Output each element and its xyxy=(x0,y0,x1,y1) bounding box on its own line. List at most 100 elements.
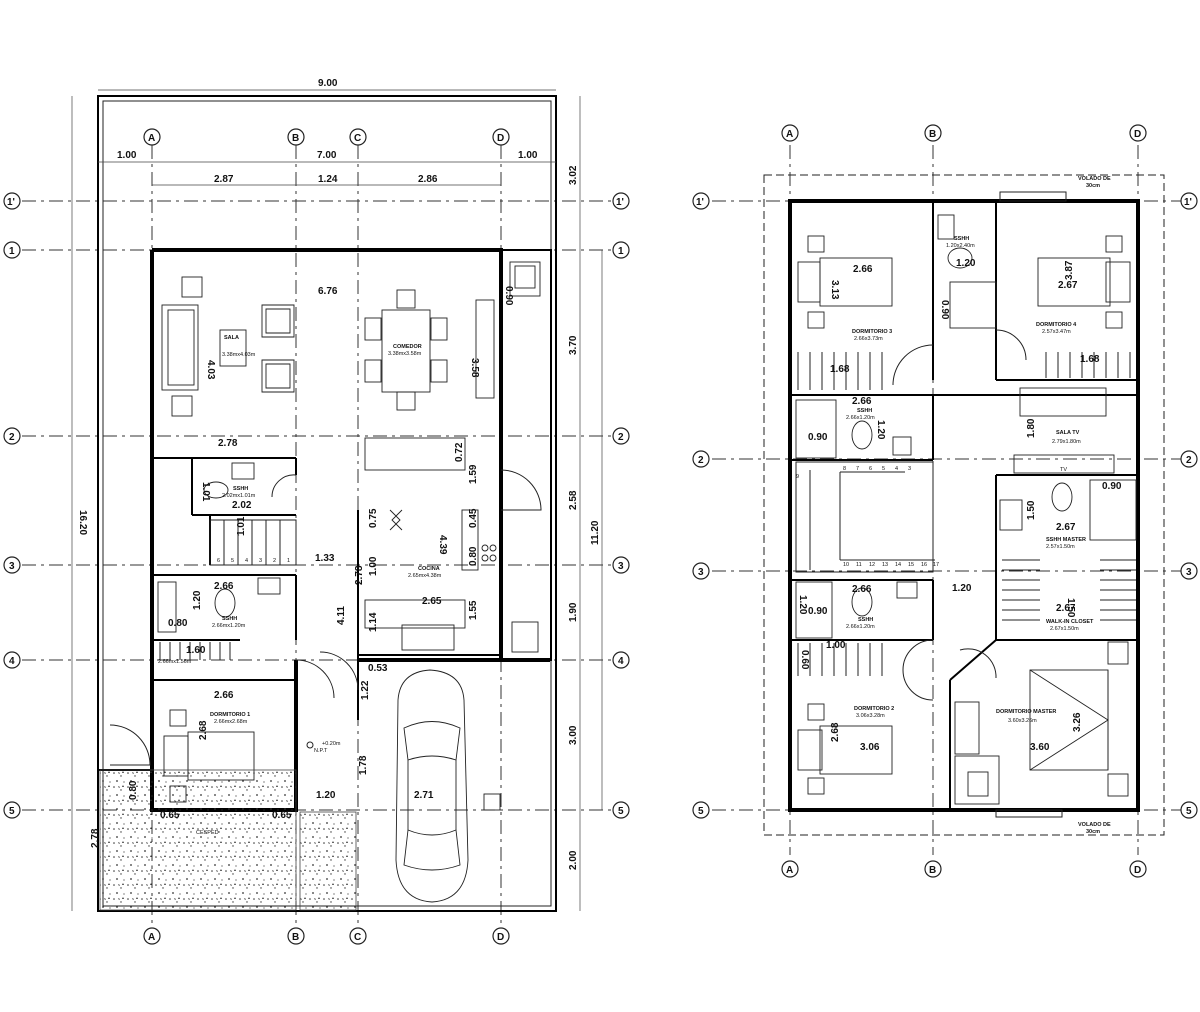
stair-up-4: 4 xyxy=(895,466,898,472)
dim2-090d: 0.90 xyxy=(808,606,828,617)
garden-label: CESPED xyxy=(196,830,219,836)
axis-1p-right-1: 1' xyxy=(616,197,624,208)
room-sshh-master-name: SSHH MASTER xyxy=(1046,537,1086,543)
room-dorm4-size: 2.57x3.47m xyxy=(1042,329,1071,335)
dim-122: 1.22 xyxy=(360,680,371,700)
dim-278b: 2.78 xyxy=(354,565,365,585)
dim-268: 2.68 xyxy=(198,720,209,740)
axis-5-left-1: 5 xyxy=(9,806,15,817)
dim2-180: 1.80 xyxy=(1026,418,1037,438)
dim-120b: 1.20 xyxy=(316,790,336,801)
dim2-120c: 1.20 xyxy=(952,583,972,594)
dim2-120d: 1.20 xyxy=(797,595,808,615)
dim2-266c: 2.66 xyxy=(852,584,872,595)
dim-span-2: 1.24 xyxy=(318,174,338,185)
dim-072: 0.72 xyxy=(454,442,465,462)
dim2-150: 1.50 xyxy=(1026,500,1037,520)
room-salatv-size: 2.79x1.80m xyxy=(1052,439,1081,445)
stair-up-10: 10 xyxy=(843,562,849,568)
stair-up-17: 17 xyxy=(933,562,939,568)
room-estudio-size: 2.66mx1.56m xyxy=(158,659,192,665)
stair-step-5: 5 xyxy=(231,558,234,564)
room-sshh-mid-name: SSHH xyxy=(857,408,872,414)
dim-080b: 0.80 xyxy=(168,618,188,629)
axis-bubbles: A B C D A B C D 1' 1 2 3 4 5 1' 1 2 3 4 … xyxy=(3,124,1198,945)
room-sshh-low-name: SSHH xyxy=(858,617,873,623)
room-sshh2-size: 2.66mx1.20m xyxy=(212,623,246,629)
axis-d-bottom-2: D xyxy=(1134,865,1141,876)
dim-266a: 2.66 xyxy=(214,581,234,592)
npt-level: +0.20m xyxy=(322,741,341,747)
stair-up-13: 13 xyxy=(882,562,888,568)
dim2-360: 3.60 xyxy=(1030,742,1050,753)
stair-up-5: 5 xyxy=(882,466,885,472)
stair-up-16: 16 xyxy=(921,562,927,568)
plan-ground-floor: 9.00 1.00 7.00 1.00 2.87 1.24 2.86 16.20… xyxy=(22,78,612,928)
plan-upper-floor: VOLADO DE 30cm VOLADO DE 30cm DORMITORIO… xyxy=(712,145,1185,855)
axis-b-bottom-1: B xyxy=(292,932,299,943)
axis-2-left-2: 2 xyxy=(698,455,704,466)
dim-top-center: 7.00 xyxy=(317,150,337,161)
dim2-168b: 1.68 xyxy=(1080,354,1100,365)
dim-358: 3.58 xyxy=(469,358,480,378)
dim-span-1: 2.87 xyxy=(214,174,234,185)
axis-3-right-1: 3 xyxy=(618,561,624,572)
room-dorm1-size: 2.66mx2.68m xyxy=(214,719,248,725)
volado-top-value: 30cm xyxy=(1086,183,1100,189)
room-sshh-low-size: 2.66x1.20m xyxy=(846,624,875,630)
stair-up-8: 8 xyxy=(843,466,846,472)
axis-4-left-1: 4 xyxy=(9,656,15,667)
volado-top-label: VOLADO DE xyxy=(1078,176,1111,182)
room-sshh-top-size: 1.20x2.40m xyxy=(946,243,975,249)
room-dorm3-size: 2.66x3.73m xyxy=(854,336,883,342)
dim-100: 1.00 xyxy=(368,556,379,576)
dim2-120a: 1.20 xyxy=(956,258,976,269)
room-sala-name: SALA xyxy=(224,335,239,341)
dim-265: 2.65 xyxy=(422,596,442,607)
room-master-size: 3.60x3.26m xyxy=(1008,718,1037,724)
dim-133: 1.33 xyxy=(315,553,335,564)
dim-160: 1.60 xyxy=(186,645,206,656)
dim-065a: 0.65 xyxy=(160,810,180,821)
volado-bottom-label: VOLADO DE xyxy=(1078,822,1111,828)
stair-upper: 9 8 7 6 5 4 3 10 11 12 13 14 15 16 17 xyxy=(795,461,939,573)
axis-d-bottom-1: D xyxy=(497,932,504,943)
stair-up-6: 6 xyxy=(869,466,872,472)
dim-080c: 0.80 xyxy=(128,780,139,800)
room-sshh-master-size: 2.57x1.50m xyxy=(1046,544,1075,550)
dim2-090b: 0.90 xyxy=(808,432,828,443)
dim2-267c: 2.67 xyxy=(1056,603,1076,614)
dim2-090c: 0.90 xyxy=(1102,481,1122,492)
stair-step-1: 1 xyxy=(287,558,290,564)
dim-overall-width: 9.00 xyxy=(318,78,338,89)
dim2-326: 3.26 xyxy=(1072,712,1083,732)
dim-676: 6.76 xyxy=(318,286,338,297)
axis-1-right-1: 1 xyxy=(618,246,624,257)
dim-right-5: 3.00 xyxy=(568,725,579,745)
dim-top-right: 1.00 xyxy=(518,150,538,161)
stair-up-7: 7 xyxy=(856,466,859,472)
dim2-168a: 1.68 xyxy=(830,364,850,375)
dim-278c: 2.78 xyxy=(90,828,101,848)
axis-5-left-2: 5 xyxy=(698,806,704,817)
dim2-313: 3.13 xyxy=(829,280,840,300)
dim-278: 2.78 xyxy=(218,438,238,449)
room-comedor-size: 3.38mx3.58m xyxy=(388,351,422,357)
axis-d-top-1: D xyxy=(497,133,504,144)
dim2-266b: 2.66 xyxy=(852,396,872,407)
axis-b-top-2: B xyxy=(929,129,936,140)
axis-3-left-1: 3 xyxy=(9,561,15,572)
dim-right-1: 3.02 xyxy=(568,165,579,185)
dim2-100: 1.00 xyxy=(826,640,846,651)
dim-080: 0.80 xyxy=(468,546,479,566)
dim2-387: 3.87 xyxy=(1064,260,1075,280)
room-cocina-size: 2.65mx4.38m xyxy=(408,573,442,579)
axis-2-left-1: 2 xyxy=(9,432,15,443)
dim2-150b: 1.50 xyxy=(1065,598,1076,618)
dim-266b: 2.66 xyxy=(214,690,234,701)
room-sshh1-size: 2.02mx1.01m xyxy=(222,493,256,499)
room-dorm4-name: DORMITORIO 4 xyxy=(1036,322,1077,328)
dim-right-total: 11.20 xyxy=(590,520,601,545)
dim2-267a: 2.67 xyxy=(1058,280,1078,291)
axis-a-top-2: A xyxy=(786,129,793,140)
